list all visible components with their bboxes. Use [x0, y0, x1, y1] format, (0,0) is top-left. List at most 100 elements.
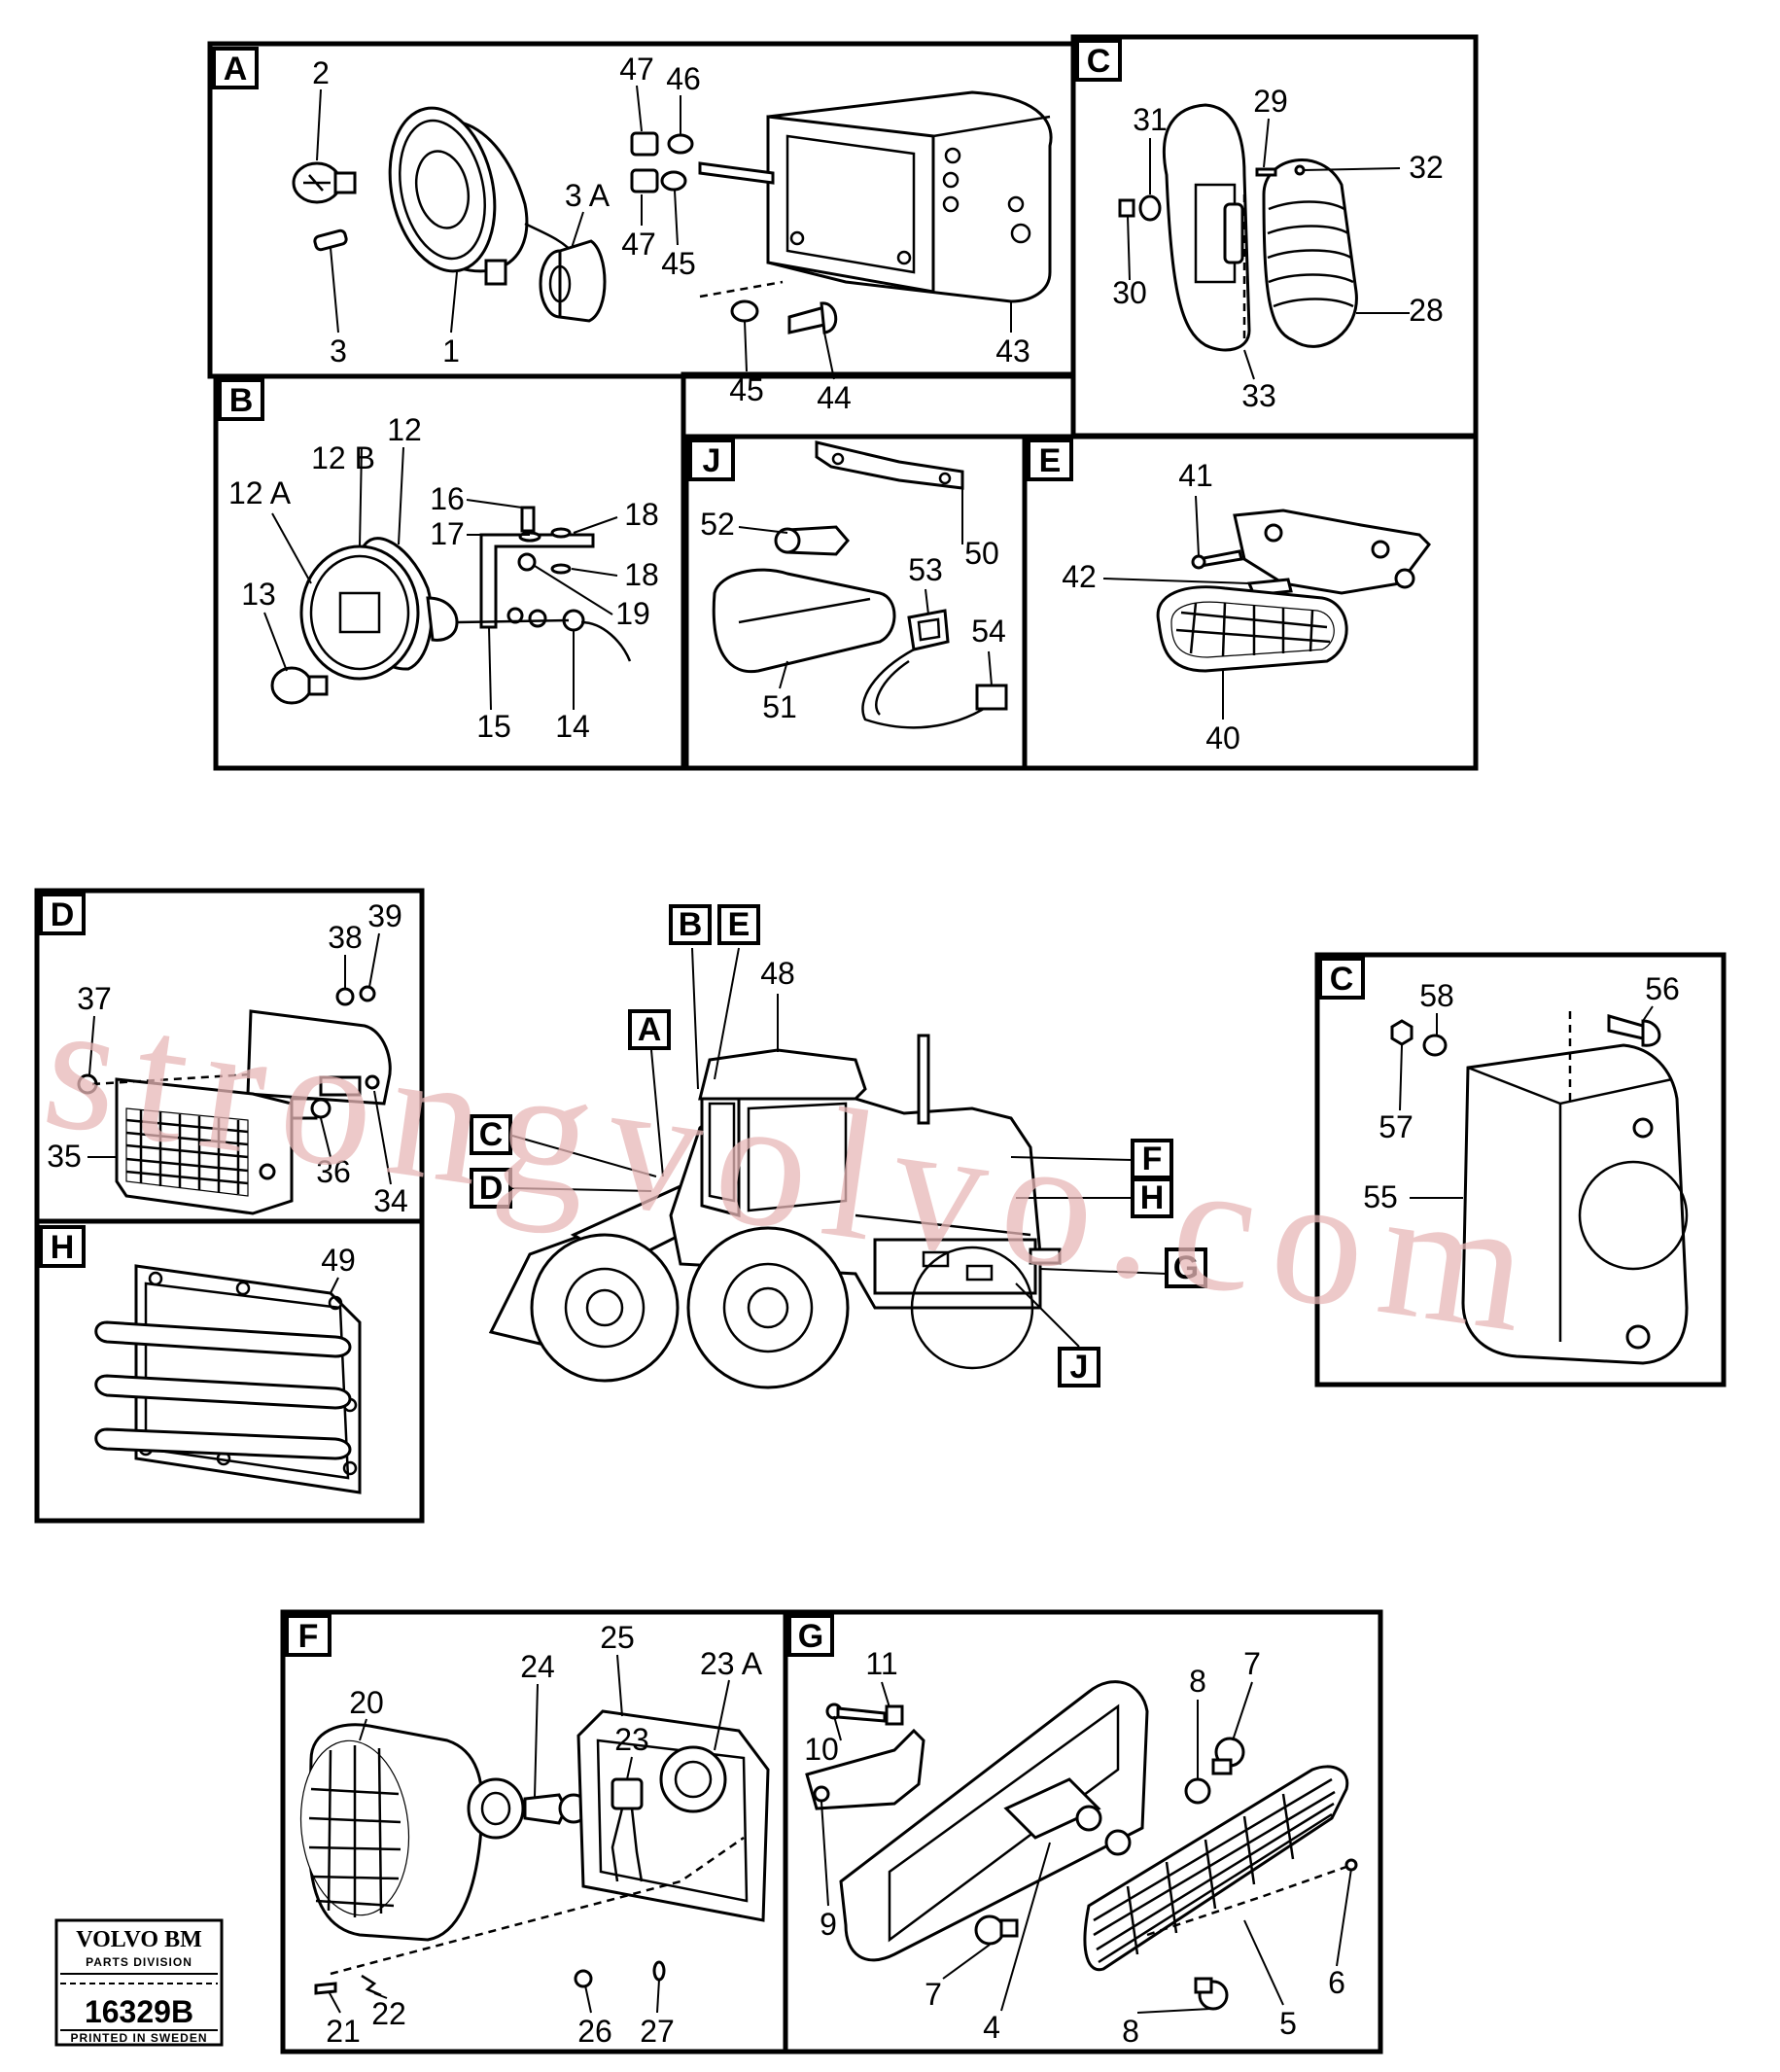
- callout-number: 7: [1243, 1646, 1261, 1681]
- machine-tag-d: D: [470, 1168, 512, 1209]
- machine-tag-f: F: [1131, 1139, 1173, 1179]
- callout-number: 34: [373, 1183, 408, 1218]
- nuts-washers-47-46-45: [630, 131, 694, 193]
- screw-26: [574, 1969, 593, 1988]
- callout-number: 21: [326, 2014, 361, 2049]
- nut-57: [1390, 1019, 1414, 1046]
- bulb-8: [1184, 1777, 1229, 2011]
- lamp-51: [712, 568, 896, 674]
- callout-number: 23 A: [700, 1646, 763, 1681]
- bulb-2: [292, 161, 357, 204]
- panel-tag-c2: C: [1318, 957, 1365, 1000]
- bulb-52: [774, 525, 850, 556]
- callout-number: 57: [1379, 1109, 1414, 1144]
- callouts-panel-e: 41 42 40: [1062, 458, 1240, 755]
- callouts-panel-a: 2 47 46 3 A 47 45 3 1 45 44 43: [312, 52, 1030, 415]
- callout-number: 17: [430, 516, 465, 551]
- logo-division: PARTS DIVISION: [86, 1955, 192, 1969]
- panel-tag-b: B: [218, 378, 264, 421]
- svg-text:H: H: [1140, 1179, 1165, 1216]
- nut-30: [1118, 198, 1135, 218]
- callout-number: 51: [762, 689, 797, 724]
- callout-number: 9: [820, 1907, 837, 1942]
- callout-number: 15: [476, 709, 511, 744]
- logo-number: 16329B: [85, 1994, 193, 2029]
- svg-text:C: C: [1087, 43, 1111, 80]
- bulb-36: [290, 1097, 332, 1120]
- callouts-panel-g: 11 8 7 10 9 7 4 8 5 6: [804, 1646, 1345, 2049]
- machine-tag-j: J: [1058, 1347, 1100, 1387]
- svg-text:G: G: [798, 1618, 823, 1655]
- callout-number: 33: [1241, 378, 1276, 413]
- cable-strap-54: [861, 648, 1008, 729]
- svg-text:F: F: [298, 1618, 319, 1655]
- grommet-53: [907, 609, 950, 651]
- grommet-23a: [659, 1745, 727, 1813]
- panel-h-drawing: [94, 1264, 362, 1494]
- machine-tag-e: E: [717, 904, 760, 945]
- panel-c-drawing: [1118, 103, 1358, 352]
- panel-j-drawing: [712, 440, 1008, 729]
- callout-number: 3 A: [565, 178, 611, 213]
- panel-g-frame: [783, 1609, 1383, 2054]
- callout-number: 45: [729, 372, 764, 407]
- machine-tag-b: B: [669, 904, 712, 945]
- callout-number: 12 A: [228, 475, 292, 510]
- rear-wheel: [686, 1226, 1034, 1389]
- callout-number: 20: [349, 1685, 384, 1720]
- callout-number: 11: [865, 1646, 897, 1681]
- callout-number: 24: [520, 1649, 555, 1684]
- headlamp-12: [299, 537, 459, 681]
- callout-number: 14: [555, 709, 590, 744]
- panel-tag-d: D: [39, 893, 86, 935]
- washer-39: [359, 985, 376, 1002]
- work-lamp-20: [299, 1723, 484, 1942]
- bracket-15: [479, 533, 595, 629]
- screw-41: [1191, 549, 1243, 570]
- panel-a-drawing: [292, 90, 1053, 334]
- callout-number: 2: [312, 55, 330, 90]
- machine-tags: B E A C D F H G J: [470, 904, 1207, 1387]
- bolt-56: [1607, 1014, 1661, 1047]
- callout-number: 8: [1189, 1664, 1206, 1699]
- callout-number: 41: [1178, 458, 1213, 493]
- svg-text:J: J: [703, 442, 721, 479]
- panel-tags: A C B J E D H C F G: [39, 39, 1365, 1657]
- lamp-holder: [1233, 509, 1431, 595]
- callout-number: 37: [77, 981, 112, 1016]
- callout-number: 29: [1253, 84, 1288, 119]
- callout-number: 12: [387, 412, 422, 447]
- callout-number: 18: [624, 557, 659, 592]
- machine-tag-c: C: [470, 1114, 512, 1155]
- svg-text:D: D: [51, 896, 75, 933]
- callout-number: 55: [1363, 1179, 1398, 1214]
- panel-e-frame: [1022, 434, 1479, 771]
- callout-number: 1: [442, 334, 460, 369]
- screw-32: [1294, 164, 1306, 176]
- callout-number: 46: [666, 61, 701, 96]
- callout-number: 4: [983, 2010, 1000, 2045]
- logo-brand: VOLVO BM: [76, 1927, 202, 1952]
- panel-c2-drawing: [1390, 1011, 1689, 1365]
- machine-leaders: [511, 947, 1168, 1348]
- panel-c2-frame: [1314, 952, 1727, 1387]
- callout-number: 42: [1062, 559, 1097, 594]
- callouts-panel-c: 29 31 32 30 28 33: [1112, 84, 1444, 413]
- protective-grille-49: [94, 1264, 362, 1494]
- bolt-10-nut-11: [825, 1703, 904, 1726]
- callouts-panel-b: 12 B 12 12 A 16 18 17 18 13 19 15 14: [228, 412, 659, 744]
- cable-14: [456, 607, 632, 662]
- callout-number: 27: [640, 2014, 675, 2049]
- callout-number: 28: [1409, 293, 1444, 328]
- bolt-44-washer-45: [730, 299, 838, 334]
- callouts-panel-j: 52 50 53 54 51: [700, 507, 1006, 724]
- callout-number: 44: [817, 380, 852, 415]
- callout-number: 45: [661, 246, 696, 281]
- bulb-24: [523, 1793, 589, 1825]
- rubber-boot-3a: [539, 239, 607, 323]
- svg-text:B: B: [679, 906, 703, 943]
- callout-number: 10: [804, 1732, 839, 1767]
- callout-number: 58: [1419, 978, 1454, 1013]
- callout-number: 23: [614, 1722, 649, 1757]
